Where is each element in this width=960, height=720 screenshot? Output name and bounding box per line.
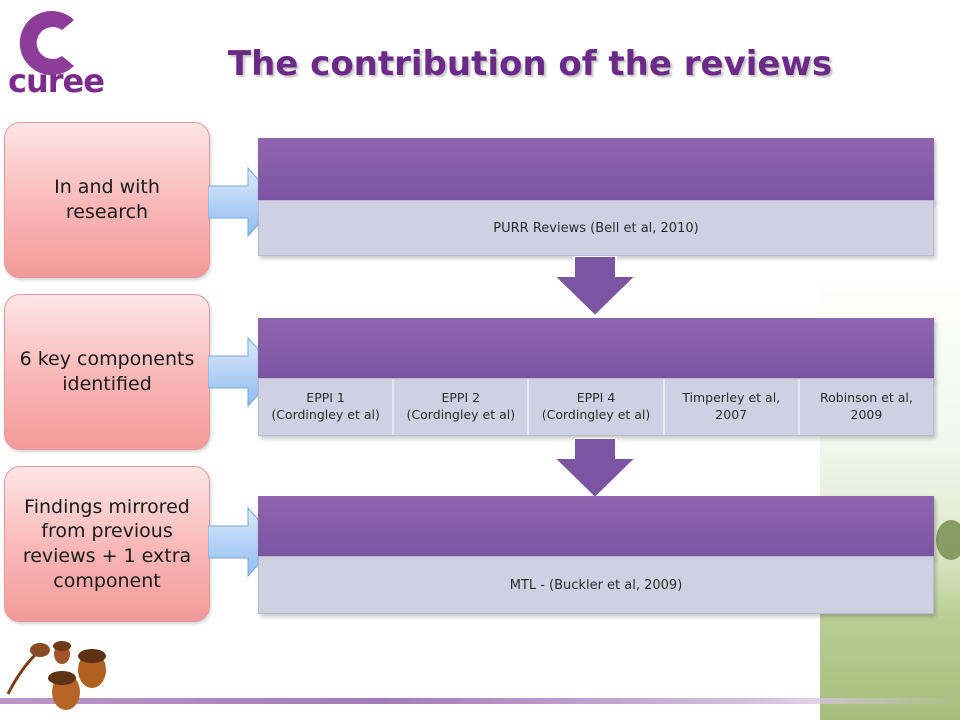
review-cell-line1: Timperley et al, — [682, 390, 781, 406]
review-cell-line2: 2007 — [715, 407, 748, 422]
stage-bottom-band: MTL - (Buckler et al, 2009) — [258, 556, 934, 614]
review-cell-line2: (Cordingley et al) — [541, 407, 651, 422]
review-cell-line2: 2009 — [850, 407, 883, 422]
stage-top-label: PURR Reviews (Bell et al, 2010) — [493, 220, 699, 236]
stage-header-bar — [258, 318, 934, 380]
stage-top-band: PURR Reviews (Bell et al, 2010) — [258, 200, 934, 256]
logo-text: curee — [8, 62, 105, 100]
acorns-icon — [6, 641, 106, 710]
review-cell: EPPI 1(Cordingley et al) — [259, 379, 395, 435]
page-title: The contribution of the reviews — [227, 44, 833, 84]
stage-box-label: Findings mirrored from previous reviews … — [22, 495, 192, 592]
stage-header-bar — [258, 496, 934, 558]
review-cell: Timperley et al,2007 — [665, 379, 800, 435]
down-arrow-icon — [552, 256, 638, 318]
stage-middle-band: EPPI 1(Cordingley et al) EPPI 2(Cordingl… — [258, 378, 934, 436]
stage-box-research: In and with research — [4, 122, 210, 278]
stage-bottom-label: MTL - (Buckler et al, 2009) — [509, 577, 683, 593]
review-cell: EPPI 2(Cordingley et al) — [394, 379, 530, 435]
review-cell-line1: EPPI 1 — [306, 390, 345, 406]
review-cell-line1: EPPI 4 — [576, 390, 616, 406]
background-tree — [936, 520, 960, 560]
curee-logo-icon — [19, 10, 90, 75]
review-cell-line2: (Cordingley et al) — [406, 407, 516, 422]
stage-box-label: 6 key components identified — [19, 348, 195, 395]
footer-bar — [0, 698, 960, 704]
down-arrow-icon — [552, 438, 638, 500]
review-cell-line1: EPPI 2 — [441, 390, 481, 406]
review-cell: EPPI 4(Cordingley et al) — [529, 379, 665, 435]
stage-header-bar — [258, 138, 934, 202]
stage-box-label: In and with research — [54, 176, 160, 223]
review-cell-line1: Robinson et al, — [819, 390, 913, 406]
stage-box-findings: Findings mirrored from previous reviews … — [4, 466, 210, 622]
stage-box-components: 6 key components identified — [4, 294, 210, 450]
review-cell-line2: (Cordingley et al) — [271, 407, 380, 422]
review-cell: Robinson et al,2009 — [800, 379, 933, 435]
